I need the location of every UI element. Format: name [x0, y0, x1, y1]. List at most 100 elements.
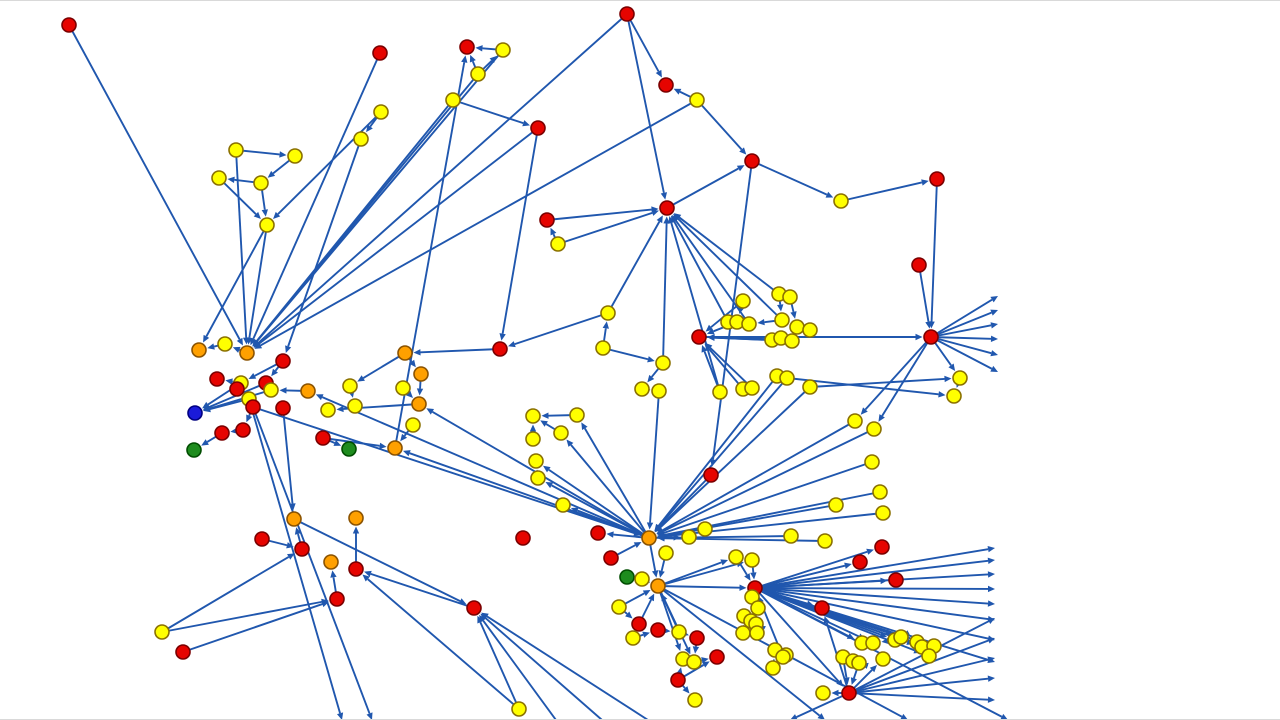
graph-node-orange[interactable] — [641, 530, 657, 546]
graph-node-yellow[interactable] — [866, 421, 882, 437]
graph-node-red[interactable] — [841, 685, 857, 701]
graph-node-orange[interactable] — [191, 342, 207, 358]
graph-node-yellow[interactable] — [347, 398, 363, 414]
graph-node-yellow[interactable] — [470, 66, 486, 82]
graph-node-yellow[interactable] — [353, 131, 369, 147]
graph-node-yellow[interactable] — [658, 545, 674, 561]
graph-node-yellow[interactable] — [921, 648, 937, 664]
graph-node-yellow[interactable] — [765, 660, 781, 676]
graph-node-yellow[interactable] — [651, 383, 667, 399]
graph-node-yellow[interactable] — [445, 92, 461, 108]
graph-node-red[interactable] — [911, 257, 927, 273]
graph-node-yellow[interactable] — [735, 293, 751, 309]
graph-node-red[interactable] — [348, 561, 364, 577]
graph-node-yellow[interactable] — [749, 625, 765, 641]
graph-node-red[interactable] — [214, 425, 230, 441]
graph-node-red[interactable] — [372, 45, 388, 61]
graph-node-red[interactable] — [294, 541, 310, 557]
graph-node-yellow[interactable] — [744, 380, 760, 396]
graph-node-yellow[interactable] — [865, 635, 881, 651]
graph-node-yellow[interactable] — [946, 388, 962, 404]
graph-node-red[interactable] — [459, 39, 475, 55]
graph-node-orange[interactable] — [239, 345, 255, 361]
graph-node-red[interactable] — [744, 153, 760, 169]
graph-node-red[interactable] — [603, 550, 619, 566]
graph-node-yellow[interactable] — [893, 629, 909, 645]
graph-node-orange[interactable] — [650, 578, 666, 594]
graph-node-yellow[interactable] — [611, 599, 627, 615]
graph-node-red[interactable] — [590, 525, 606, 541]
graph-node-red[interactable] — [539, 212, 555, 228]
graph-node-yellow[interactable] — [779, 370, 795, 386]
graph-node-yellow[interactable] — [802, 322, 818, 338]
graph-node-red[interactable] — [659, 200, 675, 216]
graph-node-yellow[interactable] — [872, 484, 888, 500]
graph-node-yellow[interactable] — [681, 529, 697, 545]
graph-node-yellow[interactable] — [697, 521, 713, 537]
graph-node-green[interactable] — [341, 441, 357, 457]
graph-node-yellow[interactable] — [655, 355, 671, 371]
graph-node-red[interactable] — [874, 539, 890, 555]
graph-node-yellow[interactable] — [817, 533, 833, 549]
graph-node-red[interactable] — [175, 644, 191, 660]
graph-node-yellow[interactable] — [802, 379, 818, 395]
graph-node-orange[interactable] — [348, 510, 364, 526]
graph-node-red[interactable] — [923, 329, 939, 345]
graph-node-yellow[interactable] — [287, 148, 303, 164]
graph-node-yellow[interactable] — [952, 370, 968, 386]
graph-node-yellow[interactable] — [553, 425, 569, 441]
graph-node-yellow[interactable] — [735, 625, 751, 641]
graph-node-orange[interactable] — [300, 383, 316, 399]
graph-node-yellow[interactable] — [750, 600, 766, 616]
graph-node-orange[interactable] — [387, 440, 403, 456]
graph-node-orange[interactable] — [413, 366, 429, 382]
graph-node-yellow[interactable] — [530, 470, 546, 486]
graph-node-orange[interactable] — [323, 554, 339, 570]
graph-node-yellow[interactable] — [689, 92, 705, 108]
graph-node-red[interactable] — [888, 572, 904, 588]
graph-node-yellow[interactable] — [828, 497, 844, 513]
graph-node-red[interactable] — [709, 649, 725, 665]
graph-node-red[interactable] — [650, 622, 666, 638]
graph-node-yellow[interactable] — [511, 701, 527, 717]
graph-node-green[interactable] — [186, 442, 202, 458]
graph-node-yellow[interactable] — [782, 289, 798, 305]
graph-node-yellow[interactable] — [495, 42, 511, 58]
graph-node-yellow[interactable] — [228, 142, 244, 158]
graph-node-red[interactable] — [229, 381, 245, 397]
graph-node-yellow[interactable] — [875, 651, 891, 667]
graph-node-yellow[interactable] — [774, 312, 790, 328]
graph-node-yellow[interactable] — [712, 384, 728, 400]
graph-node-red[interactable] — [466, 600, 482, 616]
graph-node-yellow[interactable] — [851, 655, 867, 671]
graph-node-yellow[interactable] — [687, 692, 703, 708]
graph-node-red[interactable] — [315, 430, 331, 446]
graph-node-red[interactable] — [515, 530, 531, 546]
graph-node-yellow[interactable] — [686, 654, 702, 670]
graph-node-red[interactable] — [530, 120, 546, 136]
graph-node-yellow[interactable] — [728, 549, 744, 565]
graph-node-yellow[interactable] — [263, 382, 279, 398]
graph-node-orange[interactable] — [411, 396, 427, 412]
graph-node-yellow[interactable] — [525, 431, 541, 447]
graph-node-yellow[interactable] — [789, 319, 805, 335]
graph-node-yellow[interactable] — [783, 528, 799, 544]
graph-node-red[interactable] — [275, 400, 291, 416]
graph-node-green[interactable] — [619, 569, 635, 585]
graph-node-yellow[interactable] — [847, 413, 863, 429]
graph-node-yellow[interactable] — [405, 417, 421, 433]
graph-node-red[interactable] — [619, 6, 635, 22]
graph-node-yellow[interactable] — [569, 407, 585, 423]
graph-node-red[interactable] — [703, 467, 719, 483]
graph-node-yellow[interactable] — [595, 340, 611, 356]
graph-node-yellow[interactable] — [634, 571, 650, 587]
graph-node-yellow[interactable] — [373, 104, 389, 120]
graph-node-red[interactable] — [689, 630, 705, 646]
graph-node-red[interactable] — [852, 554, 868, 570]
graph-node-orange[interactable] — [397, 345, 413, 361]
graph-node-red[interactable] — [235, 422, 251, 438]
graph-node-red[interactable] — [245, 399, 261, 415]
graph-node-red[interactable] — [691, 329, 707, 345]
graph-node-yellow[interactable] — [625, 630, 641, 646]
graph-node-red[interactable] — [61, 17, 77, 33]
